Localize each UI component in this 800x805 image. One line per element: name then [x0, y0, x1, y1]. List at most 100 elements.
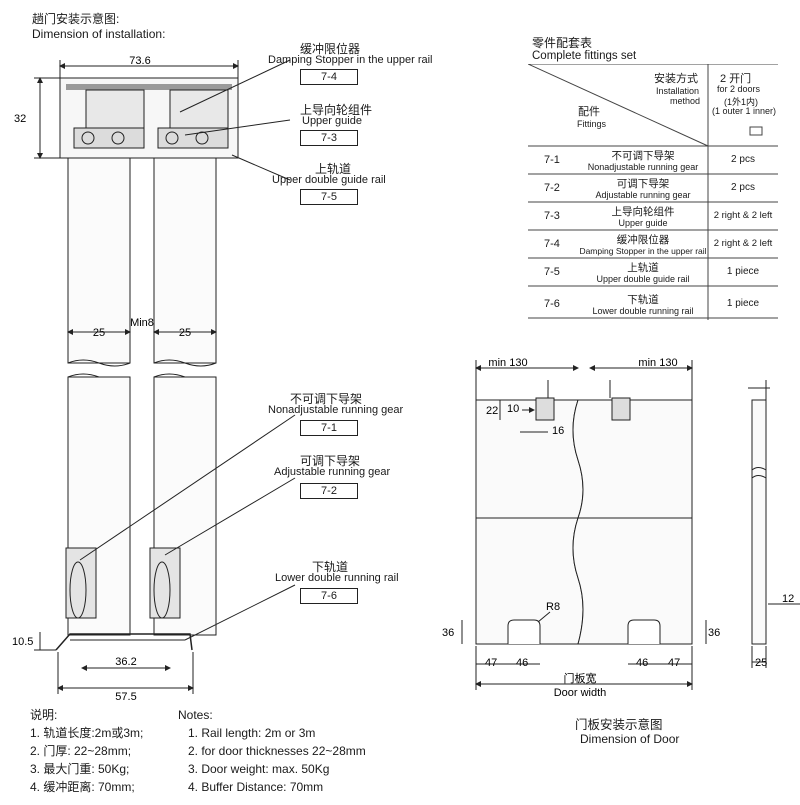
door-side-view: [751, 399, 767, 645]
notes-en: Notes: 1. Rail length: 2m or 3m 2. for d…: [178, 706, 366, 796]
hdr-method-zh: 安装方式: [654, 73, 698, 85]
fittings-table-frame: [528, 64, 778, 320]
col-en: for 2 doors: [717, 84, 761, 94]
callout-7-1-code: 7-1: [300, 420, 358, 436]
callout-7-5-code: 7-5: [300, 189, 358, 205]
row-en: Upper guide: [618, 218, 668, 228]
list-item: 1. Rail length: 2m or 3m: [188, 726, 316, 740]
row-en: Nonadjustable running gear: [587, 162, 699, 172]
hdr-parts-en: Fittings: [577, 119, 607, 129]
callout-7-1-en: Nonadjustable running gear: [268, 404, 404, 416]
callout-7-2-zh: 可调下导架: [300, 454, 361, 468]
notes-zh: 说明: 1. 轨道长度:2m或3m; 2. 门厚: 22~28mm; 3. 最大…: [30, 706, 143, 796]
row-qty: 1 piece: [726, 266, 760, 277]
hdr-method-en1: Installation: [656, 86, 700, 96]
dim-36-right: 36: [708, 627, 720, 639]
row-code: 7-5: [544, 266, 560, 278]
row-qty: 2 right & 2 left: [713, 238, 773, 249]
row-code: 7-2: [544, 182, 560, 194]
list-item: 4. 缓冲距离: 70mm;: [30, 780, 135, 794]
callout-7-1-zh: 不可调下导架: [290, 392, 363, 406]
dim-36-left: 36: [442, 627, 454, 639]
dim-rail-height: 32: [14, 113, 26, 125]
door-panel-bottom-right: [572, 517, 693, 645]
row-en: Adjustable running gear: [595, 190, 691, 200]
callout-7-3-en: Upper guide: [302, 115, 362, 127]
door-right-upper: [153, 157, 217, 364]
title-en: Dimension of installation:: [32, 27, 166, 41]
dim-min-left: min 130: [488, 357, 527, 369]
dim-46b: 46: [636, 657, 648, 669]
dim-door-w2: 25: [179, 327, 191, 339]
dim-width-total: 73.6: [129, 55, 150, 67]
door-width-zh: 门板宽: [564, 671, 597, 685]
dim-10: 10: [507, 403, 519, 415]
dim-min-right: min 130: [638, 357, 677, 369]
table-row: 7-3 上导向轮组件 Upper guide 2 right & 2 left: [528, 203, 778, 231]
callout-7-6-code: 7-6: [300, 588, 358, 604]
table-row: 7-5 上轨道 Upper double guide rail 1 piece: [528, 259, 778, 287]
notes-zh-title: 说明:: [30, 708, 58, 722]
dim-16: 16: [552, 425, 564, 437]
row-qty: 2 pcs: [731, 182, 755, 193]
row-zh: 可调下导架: [616, 178, 670, 190]
dim-47b: 47: [668, 657, 680, 669]
list-item: 4. Buffer Distance: 70mm: [188, 780, 324, 794]
dim-bottom-h: 10.5: [12, 636, 33, 648]
door-width-en: Door width: [554, 687, 607, 699]
dim-door-w1: 25: [93, 327, 105, 339]
table-row: 7-1 不可调下导架 Nonadjustable running gear 2 …: [528, 147, 778, 175]
callout-7-5-en: Upper double guide rail: [272, 174, 386, 186]
list-item: 3. Door weight: max. 50Kg: [188, 762, 330, 776]
callout-7-3-code: 7-3: [300, 130, 358, 146]
hdr-parts-zh: 配件: [578, 106, 600, 118]
dim-outer-w: 57.5: [115, 691, 136, 703]
callout-7-5-zh: 上轨道: [315, 162, 352, 176]
callout-7-2-en: Adjustable running gear: [274, 466, 391, 478]
door-left-upper: [67, 157, 131, 364]
row-qty: 2 pcs: [731, 154, 755, 165]
notes-en-title: Notes:: [178, 708, 213, 722]
door-panel-top-left: [475, 399, 584, 519]
col-zh2: (1外1内): [724, 97, 759, 107]
callout-7-6-zh: 下轨道: [312, 560, 349, 574]
callout-7-3-zh: 上导向轮组件: [300, 103, 373, 117]
row-code: 7-6: [544, 298, 560, 310]
row-qty: 2 right & 2 left: [713, 210, 773, 221]
rail-top-band: [66, 84, 232, 90]
dim-22: 22: [486, 405, 498, 417]
row-code: 7-4: [544, 238, 560, 250]
door-panel-top-right: [572, 399, 693, 519]
callout-7-6-en: Lower double running rail: [275, 572, 399, 584]
fittings-title-zh: 零件配套表: [532, 36, 593, 50]
callout-7-4-en: Damping Stopper in the upper rail: [268, 54, 433, 66]
dim-side-12: 12: [782, 593, 794, 605]
row-zh: 下轨道: [627, 294, 659, 306]
door-caption-en: Dimension of Door: [580, 732, 680, 746]
lower-rail: [55, 633, 193, 651]
dim-inner-w: 36.2: [115, 656, 136, 668]
list-item: 2. for door thicknesses 22~28mm: [188, 744, 366, 758]
dim-side-25: 25: [755, 657, 767, 669]
row-zh: 上导向轮组件: [611, 206, 675, 218]
row-qty: 1 piece: [726, 298, 760, 309]
row-zh: 不可调下导架: [611, 150, 675, 162]
table-row: 7-2 可调下导架 Adjustable running gear 2 pcs: [528, 175, 778, 203]
list-item: 3. 最大门重: 50Kg;: [30, 762, 130, 776]
list-item: 2. 门厚: 22~28mm;: [30, 744, 132, 758]
dim-47a: 47: [485, 657, 497, 669]
dim-r8: R8: [546, 601, 560, 613]
row-en: Damping Stopper in the upper rail: [579, 246, 707, 256]
row-code: 7-1: [544, 154, 560, 166]
table-row: 7-4 缓冲限位器 Damping Stopper in the upper r…: [528, 231, 778, 259]
dim-gap: Min8: [130, 317, 154, 329]
callout-7-2-code: 7-2: [300, 483, 358, 499]
hdr-method-en2: method: [670, 96, 701, 106]
row-en: Lower double running rail: [592, 306, 694, 316]
dim-46a: 46: [516, 657, 528, 669]
row-code: 7-3: [544, 210, 560, 222]
callout-7-4-zh: 缓冲限位器: [300, 42, 361, 56]
row-zh: 上轨道: [627, 262, 659, 274]
